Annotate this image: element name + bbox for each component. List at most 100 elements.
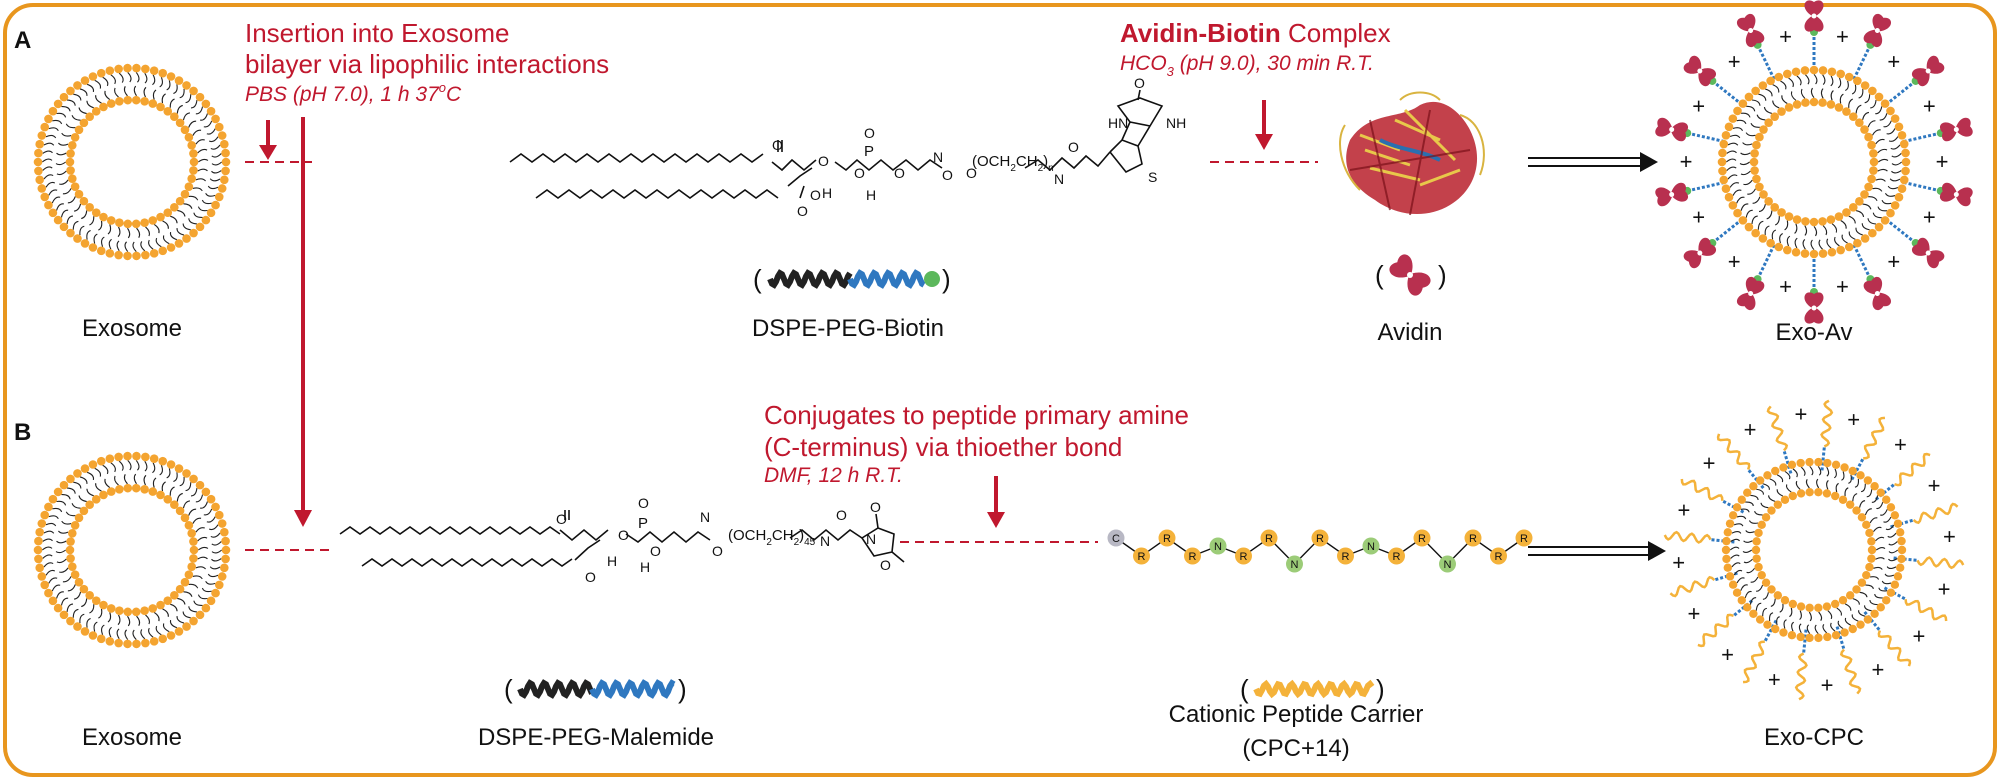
lipid-tail: [1868, 196, 1878, 202]
lipid-tail: [1818, 611, 1823, 622]
charge-plus: +: [1928, 473, 1941, 498]
lipid-tail: [127, 72, 132, 83]
lipid-tail: [1760, 502, 1769, 509]
lipid-tail: [1852, 598, 1860, 605]
lipid-tail: [1772, 100, 1780, 109]
lipid-head: [217, 519, 227, 528]
lipid-tail: [193, 600, 203, 606]
lipid-tail: [188, 195, 199, 201]
lipid-tail: [86, 617, 91, 628]
lipid-head: [37, 184, 47, 193]
lipid-head: [88, 243, 98, 252]
lipid-tail: [56, 591, 64, 599]
lipid-head: [1755, 132, 1764, 142]
lipid-tail: [1887, 185, 1899, 190]
lipid-tail: [195, 178, 206, 182]
chem-p: P: [864, 143, 874, 160]
lipid-tail: [1831, 223, 1838, 233]
lipid-tail: [1864, 94, 1871, 104]
lipid-head: [1750, 166, 1759, 175]
lipid-head: [37, 131, 47, 140]
lipid-tail: [207, 185, 219, 190]
lipid-tail: [1802, 239, 1806, 250]
lipid-head: [1805, 603, 1814, 613]
lipid-head: [66, 149, 75, 158]
chem-o-9: O: [864, 125, 875, 141]
peg-tether: [1688, 132, 1725, 143]
peg-tether: [1863, 610, 1881, 632]
peptide-residue: [1260, 529, 1278, 547]
peg-tether: [1763, 619, 1778, 643]
lipid-head: [34, 536, 43, 546]
chem-b-o-8: O: [870, 499, 881, 515]
lipid-head: [74, 125, 84, 135]
lipid-head: [1818, 98, 1827, 107]
lipid-head: [1868, 228, 1877, 238]
lipid-tail: [67, 487, 76, 494]
lipid-head: [170, 500, 179, 509]
chem-o-11: O: [1134, 75, 1145, 91]
peg-biotin-glyph-blue: [847, 269, 926, 289]
peg-maleimide-glyph: [517, 679, 595, 699]
peptide-residue: [1362, 537, 1380, 555]
lipid-tail: [79, 476, 88, 484]
lipid-head: [91, 208, 101, 217]
avidin-center: [1748, 27, 1754, 33]
lipid-head: [1848, 112, 1858, 121]
lipid-head: [158, 246, 168, 256]
lipid-head: [201, 603, 211, 613]
lipid-head: [1860, 125, 1869, 134]
lipid-head: [40, 580, 50, 590]
lipid-head: [106, 216, 116, 225]
lipid-tail: [211, 153, 222, 158]
lipid-head: [132, 63, 141, 73]
lipid-tail: [132, 629, 137, 640]
lipid-tail: [1813, 73, 1818, 85]
lipid-head: [80, 464, 90, 473]
lipid-head: [73, 81, 82, 90]
lipid-head: [1764, 196, 1773, 206]
lipid-tail: [1813, 225, 1818, 237]
lipid-head: [1764, 118, 1773, 128]
lipid-head: [217, 131, 227, 140]
lipid-tail: [1822, 74, 1826, 85]
lipid-tail: [1822, 624, 1828, 634]
lipid-head: [1868, 86, 1877, 96]
peg-biotin-glyph: [767, 269, 853, 289]
lipid-tail: [1783, 619, 1787, 629]
lipid-tail: [211, 541, 222, 546]
step2-title: Avidin-Biotin Complex: [1120, 18, 1391, 48]
chem-b-o-9: O: [880, 557, 891, 573]
lipid-head: [158, 456, 168, 466]
chem-b-n-3: N: [866, 531, 876, 547]
lipid-tail: [1867, 218, 1877, 225]
lipid-tail: [1862, 203, 1872, 210]
cpc-strand: [1766, 405, 1789, 452]
lipid-tail: [192, 187, 203, 192]
lipid-tail: [205, 580, 216, 585]
avidin-glyph: [1737, 277, 1765, 311]
lipid-head: [1728, 580, 1738, 589]
lipid-tail: [192, 575, 203, 580]
lipid-head: [158, 634, 168, 644]
lipid-tail: [1888, 558, 1898, 562]
lipid-tail: [1848, 98, 1854, 108]
lipid-tail: [1764, 225, 1770, 235]
lipid-tail: [1883, 516, 1892, 523]
charge-plus: +: [1779, 24, 1792, 49]
lipid-tail: [107, 612, 112, 623]
paren-close-b2: ): [1376, 674, 1385, 704]
lipid-head: [211, 588, 220, 598]
lipid-head: [180, 125, 190, 135]
lipid-head: [1862, 570, 1871, 580]
lipid-tail: [1762, 592, 1769, 600]
peg-tether: [1884, 81, 1916, 106]
lipid-head: [1788, 491, 1798, 501]
lipid-tail: [1872, 187, 1883, 192]
lipid-tail: [58, 142, 69, 146]
lipid-tail: [1779, 603, 1784, 613]
lipid-tail: [1762, 607, 1768, 617]
lipid-head: [48, 596, 58, 606]
biotin-rings: [1109, 97, 1164, 174]
lipid-tail: [1740, 203, 1749, 211]
